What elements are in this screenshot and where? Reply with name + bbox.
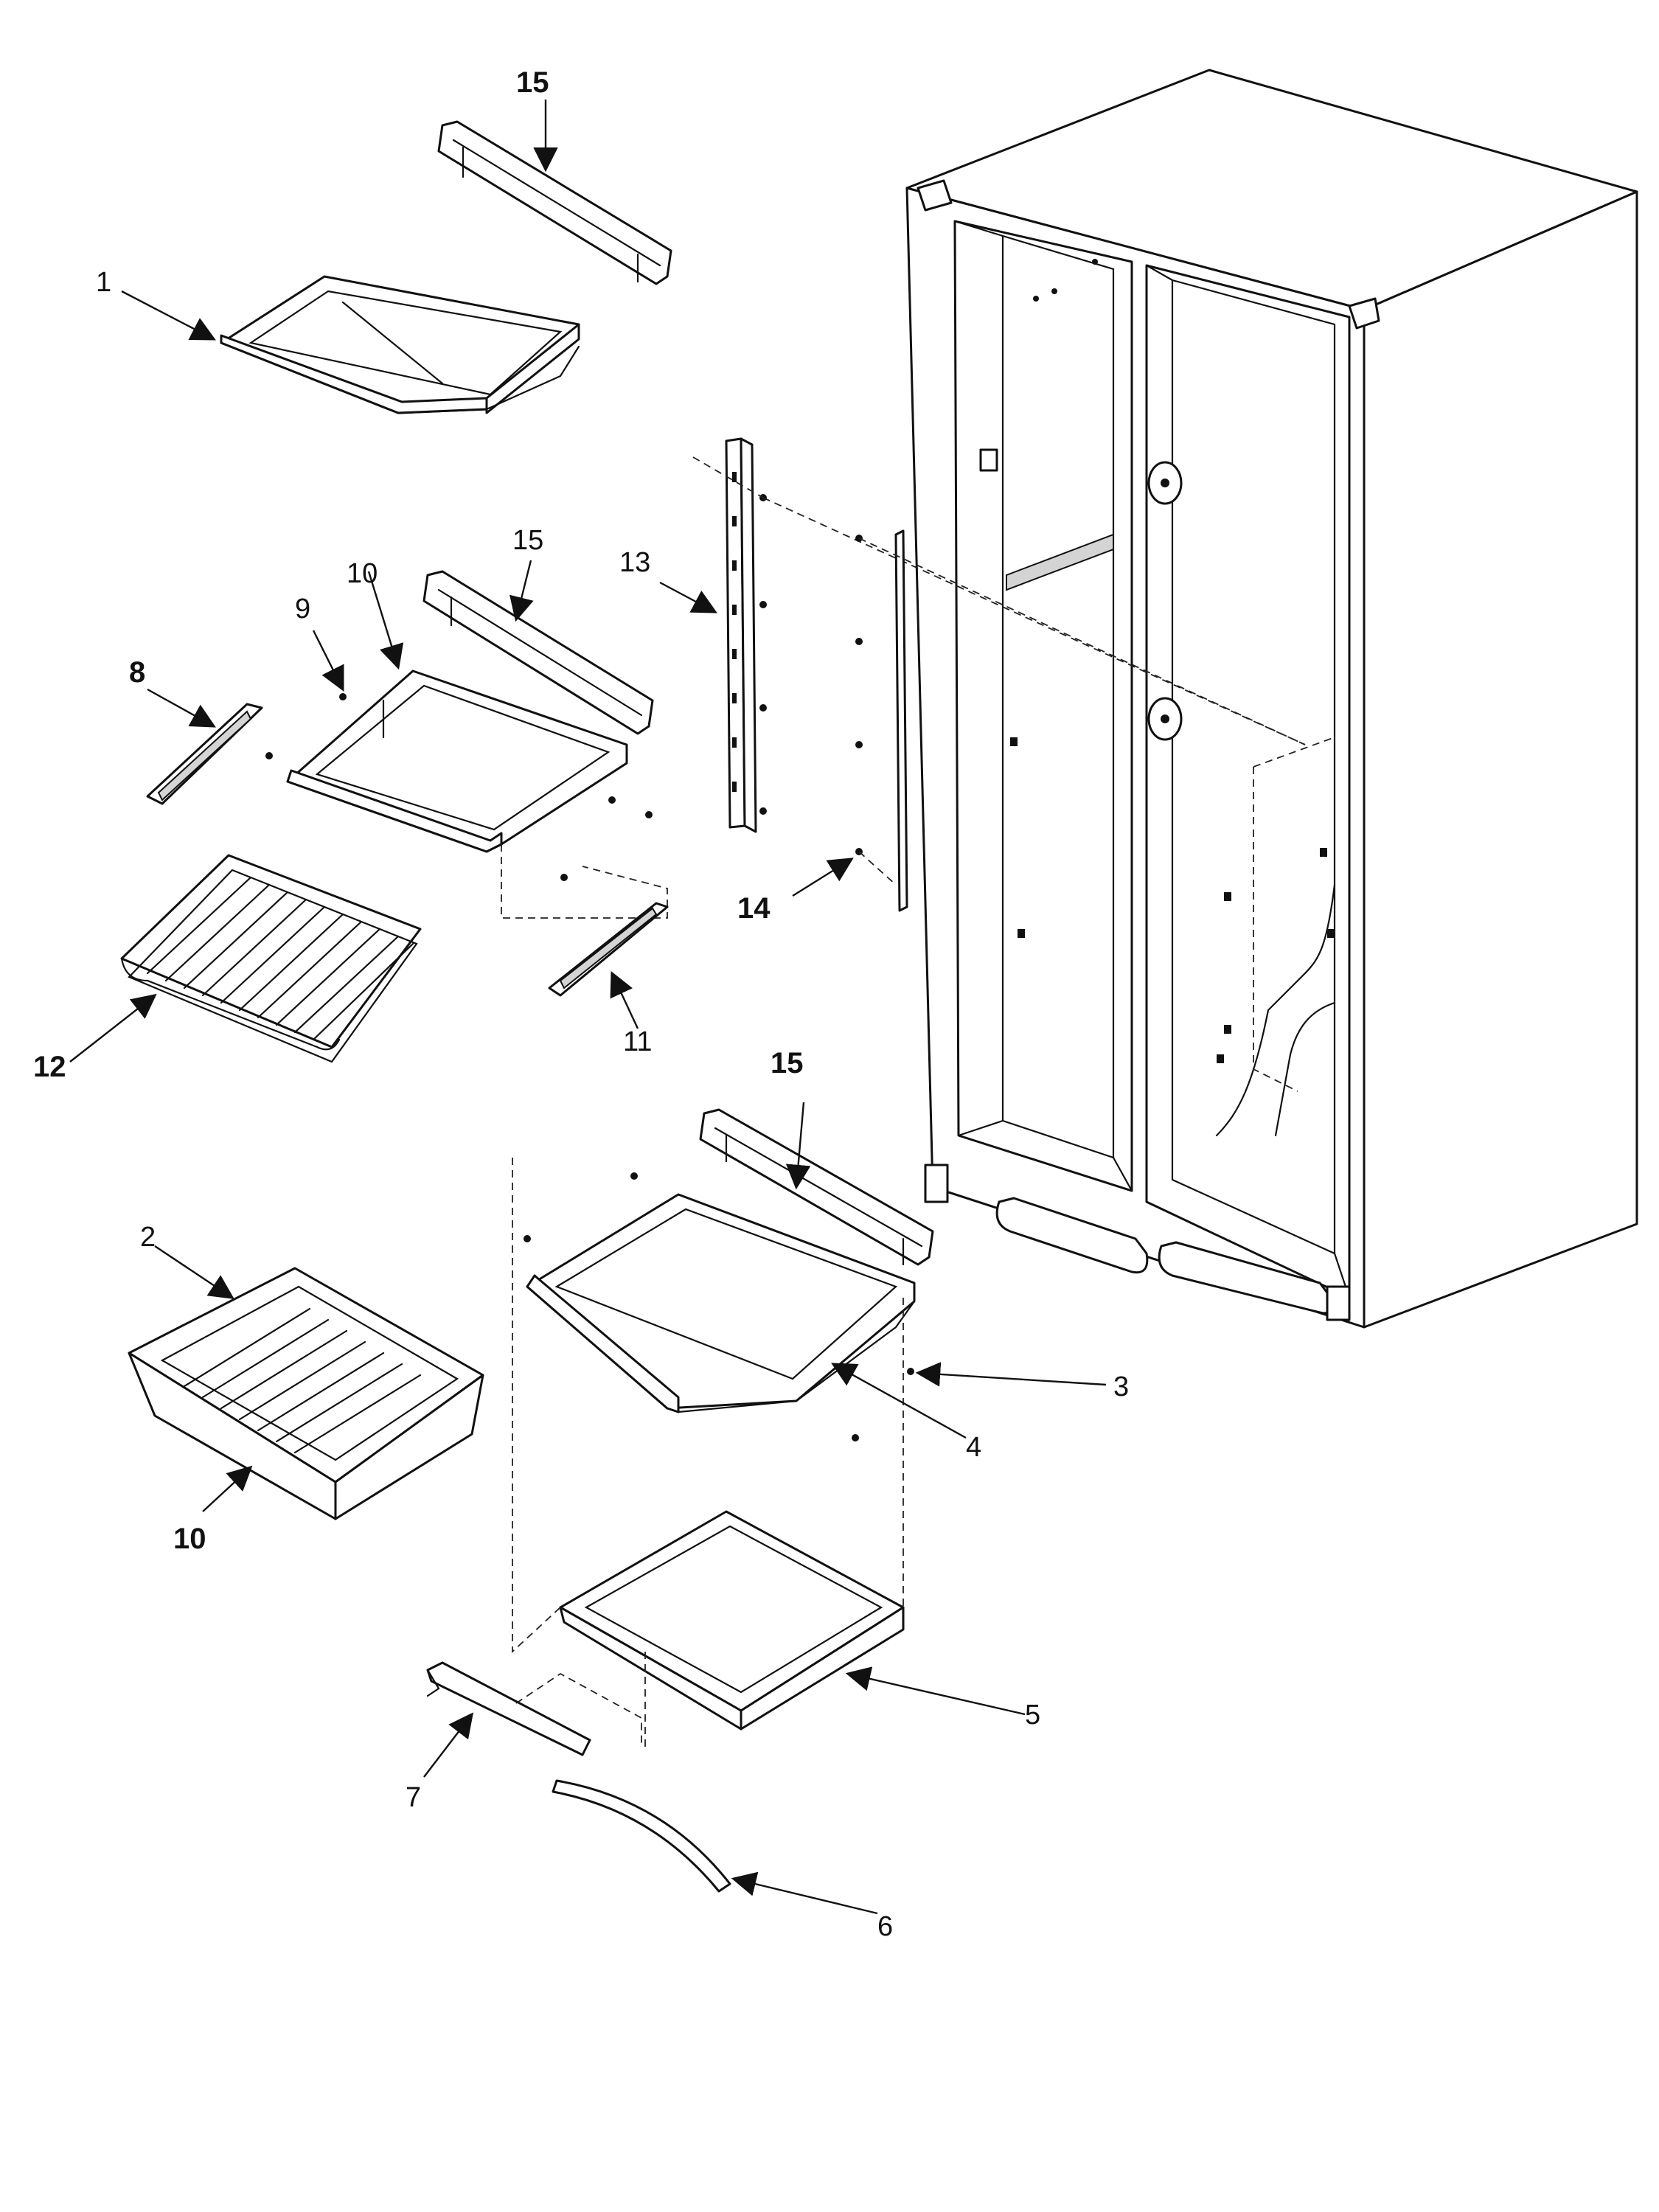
callout-13: 13 (619, 547, 650, 578)
callout-6: 6 (877, 1911, 893, 1942)
callout-leaders (69, 100, 1107, 1915)
callout-labels: 15 1 15 10 9 8 13 14 11 12 15 2 3 4 10 5… (33, 66, 1129, 1942)
callout-9: 9 (295, 594, 310, 625)
callout-10-drawer: 10 (173, 1523, 206, 1555)
callout-8: 8 (129, 656, 145, 689)
callout-10-shelf: 10 (347, 558, 378, 589)
basket-wires (146, 876, 414, 1041)
callout-1: 1 (96, 267, 111, 298)
callout-3: 3 (1113, 1371, 1129, 1402)
drawer-handle (552, 1779, 731, 1893)
drawer-slide-bar (426, 1661, 642, 1756)
refrigerator-cabinet (905, 69, 1638, 1329)
shelf-slide-right (548, 902, 669, 997)
callout-14: 14 (737, 892, 771, 925)
callout-2: 2 (140, 1222, 156, 1253)
callout-15-lower: 15 (771, 1047, 804, 1079)
callout-11: 11 (623, 1026, 652, 1057)
drawer-ribs (183, 1307, 422, 1454)
upper-shelf (220, 275, 580, 414)
lower-shelf (524, 1172, 916, 1441)
callout-7: 7 (406, 1782, 421, 1813)
shelf-slide-left (146, 703, 263, 805)
shelf-trim-middle (422, 570, 654, 735)
trim-strip (855, 529, 1306, 912)
shelf-trim-top (437, 120, 672, 285)
wire-basket (120, 854, 422, 1063)
callout-5: 5 (1025, 1700, 1040, 1731)
crisper-cover-frame (512, 1158, 905, 1747)
callout-4: 4 (966, 1432, 981, 1463)
callout-15-top: 15 (516, 66, 549, 99)
shelf-support-rail (692, 437, 1306, 833)
rail-slots (732, 472, 737, 792)
callout-15-middle: 15 (512, 525, 543, 556)
callout-12: 12 (33, 1051, 66, 1083)
shelf-trim-lower (699, 1108, 934, 1266)
middle-shelf (265, 669, 668, 919)
crisper-drawer (128, 1267, 484, 1520)
